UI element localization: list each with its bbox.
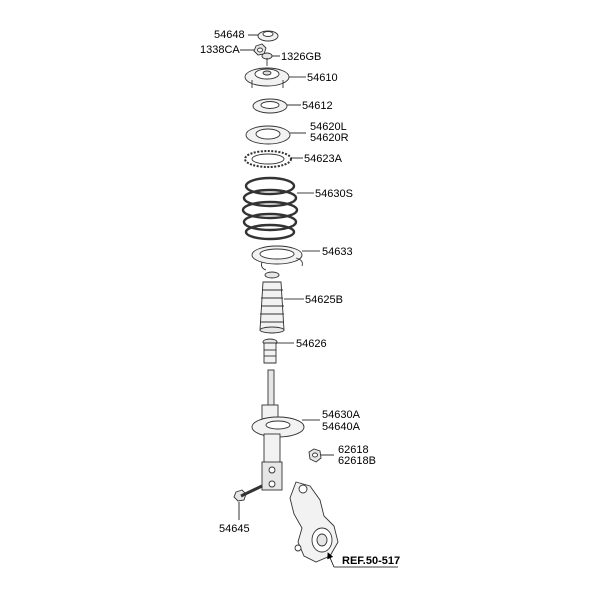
bump-stop-54626 (262, 338, 278, 364)
label-54640A: 54640A (322, 421, 361, 433)
label-54620R: 54620R (310, 132, 349, 144)
washer-1326GB (261, 52, 273, 66)
coil-spring-54630S (241, 176, 299, 241)
top-mount-54610 (244, 67, 290, 88)
label-62618: 62618 (338, 444, 369, 456)
dust-boot-54625B (259, 271, 285, 334)
lower-pad-54633 (251, 245, 303, 271)
label-54610: 54610 (307, 72, 338, 84)
steering-knuckle (289, 481, 339, 563)
label-54626: 54626 (296, 338, 327, 350)
label-62618B: 62618B (338, 455, 376, 467)
label-54630S: 54630S (315, 188, 353, 200)
bearing-54612 (252, 98, 288, 114)
label-54630A: 54630A (322, 409, 361, 421)
label-54620L: 54620L (310, 121, 347, 133)
label-1326GB: 1326GB (281, 51, 321, 63)
cap-54648 (257, 30, 279, 42)
label-54612: 54612 (302, 100, 333, 112)
label-1338CA: 1338CA (200, 44, 240, 56)
insulator-54623A (244, 150, 292, 168)
label-54623A: 54623A (304, 153, 343, 165)
label-54625B: 54625B (305, 294, 343, 306)
leader-lines (238, 34, 398, 568)
bolt-54645 (233, 484, 263, 502)
strut-assembly-54630A (251, 369, 305, 491)
label-54645: 54645 (219, 523, 250, 535)
reference-label: REF.50-517 (342, 555, 400, 567)
label-54648: 54648 (214, 29, 245, 41)
nut-62618 (308, 448, 322, 463)
label-54633: 54633 (322, 246, 353, 258)
spring-seat-54620 (245, 125, 291, 145)
